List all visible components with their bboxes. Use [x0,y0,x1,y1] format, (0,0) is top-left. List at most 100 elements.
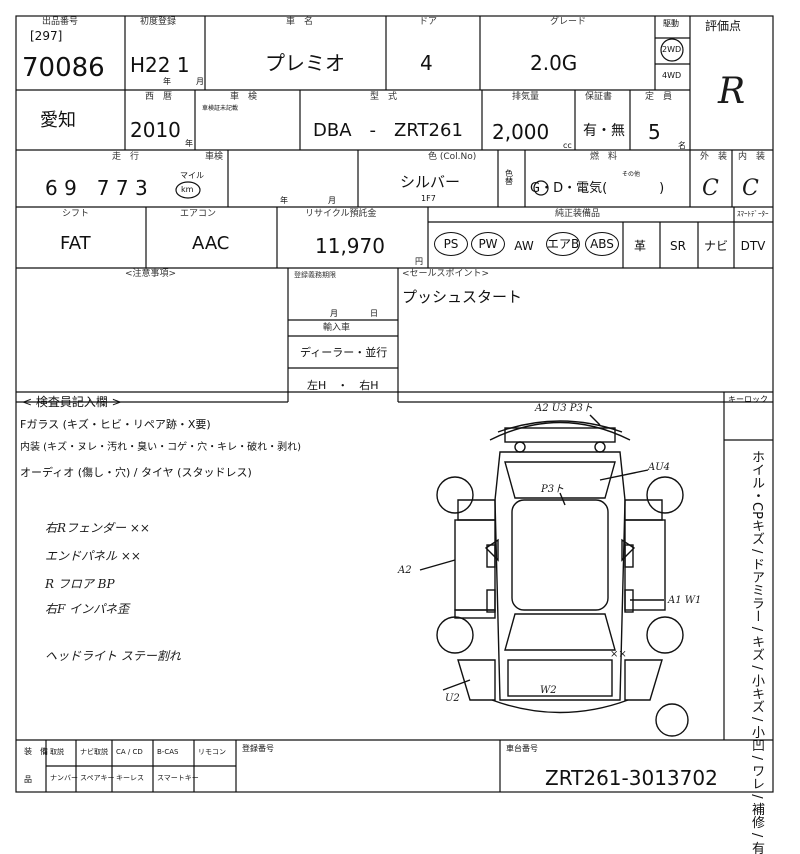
recycle-label: リサイクル預託金 [305,209,377,219]
model-label: 型 式 [370,92,398,102]
reg-deadline-unit: 月 日 [330,309,378,318]
color-code: 1F7 [421,194,436,203]
recycle-unit: 円 [415,257,423,266]
damage-mark: A1 W1 [668,595,702,606]
capacity-label: 定 員 [645,92,673,102]
sales-point: プッシュスタート [402,288,523,306]
car-name: プレミオ [265,51,345,75]
footer-item: キーレス [116,774,144,782]
first-reg: H22 1 [130,53,190,77]
mileage-alt: マイル [180,171,204,180]
chassis-number: ZRT261-3013702 [545,766,718,790]
remark-line: 右F インパネ歪 [45,602,130,616]
year-unit: 年 [185,139,193,148]
damage-mark: P3ト [541,484,565,495]
footer-label-a2: 品 [24,775,32,784]
import-label: 輸入車 [323,323,351,333]
doors: 4 [420,51,433,75]
glass-line: Fガラス (キズ・ヒビ・リペア跡・X要) [20,418,211,431]
equip-label: 純正装備品 [555,209,601,219]
inspect-sub: 車検証未記載 [202,105,239,112]
audio-line: オーディオ (傷し・穴) / タイヤ (スタッドレス) [20,466,252,479]
warranty: 有・無 [583,123,625,139]
car-diagram [419,414,689,737]
equipment-item: DTV [740,239,766,253]
lot-number: 70086 [22,53,105,83]
footer-item: 取説 [50,748,64,756]
fuel-label: 燃 料 [590,152,618,162]
first-reg-unit2: 月 [196,77,204,86]
capacity-unit: 名 [678,141,686,150]
interior: C [742,176,759,201]
reg-number-label: 登録番号 [242,744,274,753]
drive-2wd: 2WD [662,45,682,54]
equipment-item: ナビ [703,239,728,253]
fuel-other: その他 [622,171,641,178]
lot-label: 出品番号 [42,17,79,27]
score-value: R [718,71,746,112]
shift-label: シフト [62,209,90,219]
keylock-label: キーロック [728,395,768,404]
inspector-title: < 検査員記入欄 > [22,395,122,409]
equipment-item: AW [514,239,534,253]
footer-item: リモコン [198,748,226,756]
year-label: 西 暦 [145,92,173,102]
interior-line: 内装 (キズ・ヌレ・汚れ・臭い・コゲ・穴・キレ・破れ・剥れ) [20,442,301,453]
import-value: ディーラー・並行 [300,346,388,359]
displacement-unit: cc [563,141,572,150]
region: 愛知 [40,110,76,131]
equipment-item: エアB [546,232,580,256]
damage-mark: ×× [610,649,627,660]
drive-label: 駆動 [663,19,679,28]
inspection-label: 車検 [205,152,224,162]
equipment-item: PS [434,232,468,256]
reg-deadline-label: 登録義務期限 [294,271,336,279]
dtv-label: ｽﾏｰﾄﾃﾞｰﾀｰ [737,210,769,218]
inspect-label: 車 検 [230,92,258,102]
model: DBA - ZRT261 [313,120,463,141]
damage-mark: W2 [540,685,557,696]
exterior-label: 外 装 [700,152,728,162]
capacity: 5 [648,120,661,144]
displacement-label: 排気量 [512,92,540,102]
recycle: 11,970 [315,234,385,258]
footer-item: ナンバー [50,774,78,782]
chassis-label: 車台番号 [506,744,538,753]
footer-item: スペアキー [80,774,115,782]
remark-line: ヘッドライト ステー割れ [45,649,181,663]
remark-line: 右Rフェンダー ×× [45,521,150,535]
auction-sheet: 出品番号 [297] 70086 初度登録 H22 1 年 月 車 名 プレミオ… [15,15,774,854]
year: 2010 [130,118,181,142]
shift: FAT [60,233,91,254]
sheet-grid-lines [15,15,774,793]
sales-label: <セールスポイント> [402,269,490,279]
equipment-item: PW [471,232,505,256]
mileage: 6 9 7 7 3 [45,176,148,200]
footer-item: B-CAS [157,748,179,756]
equipment-item: ABS [585,232,619,256]
fuel: G・D・電気( ) [530,181,665,196]
footer-item: CA / CD [116,748,143,756]
first-reg-label: 初度登録 [140,17,177,27]
handle-value: 左H ・ 右H [307,379,379,392]
caution-label: <注意事項> [125,269,177,279]
footer-item: ナビ取説 [80,748,108,756]
doors-label: ドア [419,17,438,27]
equipment-item: 革 [633,239,646,253]
color: シルバー [400,173,461,191]
lot-sub: [297] [30,29,63,43]
mileage-unit: km [181,185,194,194]
ac-label: エアコン [180,209,217,219]
remark-line: エンドパネル ×× [45,549,141,563]
side-checklist: ホイル・CPキズ / ドアミラー / キズ / 小キズ / 小凹 / ワレ / … [749,450,764,854]
damage-mark: A2 U3 P3ト [535,403,593,414]
remark-line: R フロア BP [45,577,115,591]
damage-mark: U2 [445,693,460,704]
mileage-label: 走 行 [112,152,140,162]
color-label: 色 (Col.No) [428,152,477,162]
grade: 2.0G [530,51,578,75]
equipment-item: SR [670,239,686,253]
exterior: C [702,176,719,201]
drive-4wd: 4WD [662,71,682,80]
grade-label: グレード [550,17,587,27]
